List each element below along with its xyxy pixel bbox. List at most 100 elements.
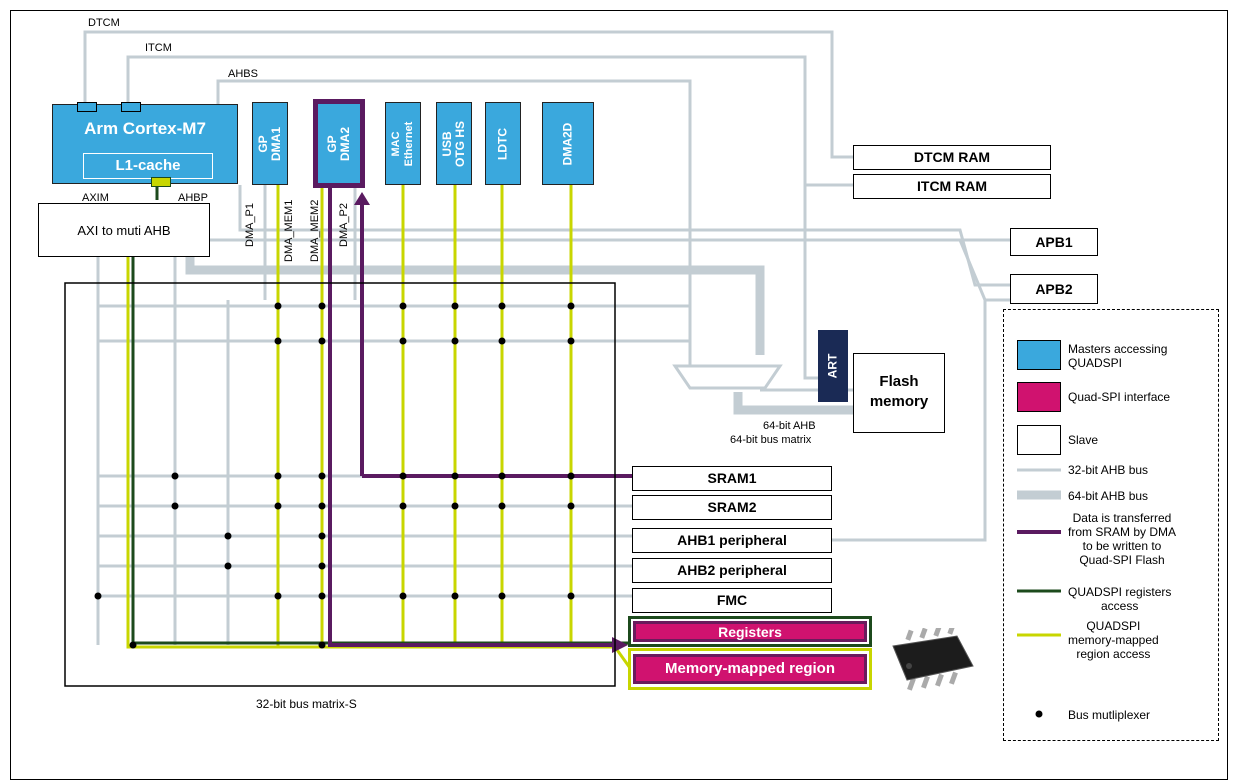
mux-dot: [274, 337, 282, 345]
dtcm-ram: DTCM RAM: [853, 145, 1051, 170]
ahbs-label: AHBS: [228, 68, 258, 80]
dma-arrow-up: [354, 192, 370, 205]
mux-dot: [567, 337, 575, 345]
usb-otg-master: USB OTG HS: [436, 102, 472, 185]
legend-mux-swatch: [1035, 710, 1043, 718]
flash-memory: Flash memory: [853, 353, 945, 433]
legend: Masters accessing QUADSPI Quad-SPI inter…: [1003, 309, 1219, 741]
ahbp-port: [151, 177, 171, 187]
ldtc-master: LDTC: [485, 102, 521, 185]
cortex-m7-master: Arm Cortex-M7 L1-cache: [52, 102, 238, 187]
ldtc-label: LDTC: [495, 127, 510, 160]
apb1-bus: [96, 238, 1010, 257]
mux-dot: [399, 302, 407, 310]
mux-dot: [451, 302, 459, 310]
mux-dot: [399, 502, 407, 510]
dma-path-to-registers: [328, 185, 612, 647]
apb1: APB1: [1010, 228, 1098, 256]
gp-dma2-label: GP DMA2: [325, 126, 352, 161]
dma-path: [328, 185, 632, 647]
legend-qspi-swatch: [1017, 382, 1061, 412]
apb2: APB2: [1010, 274, 1098, 304]
qspi-memory-mapped: Memory-mapped region: [633, 654, 867, 684]
mux-dot: [224, 532, 232, 540]
dma-arrow-right: [612, 637, 628, 653]
sram2: SRAM2: [632, 495, 832, 520]
mux-dot: [318, 592, 326, 600]
itcm-art-bus: [803, 185, 818, 380]
memory-mapped-frame: Memory-mapped region: [628, 648, 872, 690]
dtcm-bus: [83, 30, 853, 159]
diagram-frame: [10, 10, 1228, 780]
mux-dot: [318, 502, 326, 510]
gp-dma1-master: GP DMA1: [252, 102, 288, 185]
mux-dot: [567, 302, 575, 310]
ahb2-peripheral: AHB2 peripheral: [632, 558, 832, 583]
mux-dot: [129, 641, 137, 649]
legend-ahb64-text: 64-bit AHB bus: [1068, 489, 1149, 503]
mux-dot: [318, 337, 326, 345]
legend-slave-text: Slave: [1068, 433, 1099, 447]
usb-otg-label: USB OTG HS: [440, 120, 467, 167]
dma-mem2-label: DMA_MEM2: [309, 199, 321, 262]
bus-matrix-64-label: 64-bit bus matrix: [730, 434, 812, 446]
mux-dot: [451, 337, 459, 345]
qspi-flash-chip-image: [892, 628, 974, 691]
mux-dot: [498, 502, 506, 510]
ahb64-label: 64-bit AHB: [763, 420, 816, 432]
mux-dot: [318, 472, 326, 480]
dtcm-label: DTCM: [88, 17, 120, 29]
mux-dot: [318, 532, 326, 540]
mux-dot: [224, 562, 232, 570]
art-label: ART: [825, 353, 840, 379]
axi-bridge: AXI to muti AHB: [38, 203, 210, 257]
mux-dot: [399, 592, 407, 600]
mux-dot: [171, 502, 179, 510]
mm-line-cortex: [126, 257, 632, 669]
mux-dot: [274, 472, 282, 480]
legend-masters-text: Masters accessing QUADSPI: [1068, 342, 1168, 370]
mux-dot: [274, 592, 282, 600]
legend-mm-swatch: [1017, 633, 1061, 637]
legend-data-transfer-text: Data is transferred from SRAM by DMA to …: [1068, 511, 1177, 567]
gp-dma2-master: GP DMA2: [313, 99, 365, 188]
ahb1-peripheral: AHB1 peripheral: [632, 528, 832, 553]
dma2d-label: DMA2D: [560, 122, 575, 165]
legend-qspi-text: Quad-SPI interface: [1068, 390, 1171, 404]
mux-dot: [318, 302, 326, 310]
mux-dot: [451, 592, 459, 600]
mux-dot: [498, 337, 506, 345]
legend-qspi-mm-text: QUADSPI memory-mapped region access: [1068, 619, 1159, 661]
mux-dot: [567, 592, 575, 600]
dma2d-master: DMA2D: [542, 102, 594, 185]
dma-mem1-label: DMA_MEM1: [283, 199, 295, 262]
mux-dot: [567, 502, 575, 510]
legend-ahb32-text: 32-bit AHB bus: [1068, 463, 1149, 477]
ahb64-bus: [185, 257, 765, 355]
sram1: SRAM1: [632, 466, 832, 491]
mux-dot: [399, 337, 407, 345]
mux-dot: [94, 592, 102, 600]
dma-p2-label: DMA_P2: [338, 202, 350, 247]
registers-access-line: [131, 257, 630, 645]
legend-slave-swatch: [1017, 425, 1061, 455]
apb2-bus: [238, 185, 1010, 287]
bus-matrix-s-label: 32-bit bus matrix-S: [256, 697, 357, 711]
itcm-label: ITCM: [145, 42, 172, 54]
mux-dot: [318, 562, 326, 570]
bus-matrix-s-box: [64, 282, 616, 687]
legend-line-swatches: [1017, 468, 1061, 593]
mux-dot: [318, 641, 326, 649]
l1-cache: L1-cache: [83, 153, 213, 179]
ahb64-flash-bus: [733, 392, 853, 415]
ahbp-label: AHBP: [178, 192, 208, 204]
mux-dot: [274, 302, 282, 310]
itcm-bus: [126, 55, 853, 187]
mux-dot: [171, 472, 179, 480]
itcm-port: [121, 102, 141, 112]
mux-dot: [451, 472, 459, 480]
mux-dot: [498, 302, 506, 310]
mux-dot: [399, 472, 407, 480]
